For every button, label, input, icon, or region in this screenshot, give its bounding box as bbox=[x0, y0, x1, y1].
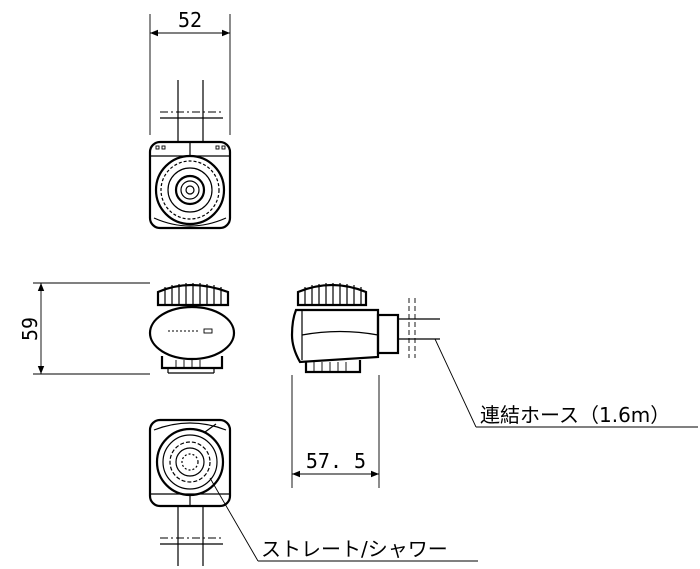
left-side-view bbox=[148, 283, 236, 374]
dimension-52: 52 bbox=[149, 8, 231, 135]
mode-callout: ストレート/シャワー bbox=[209, 477, 478, 562]
dimension-57-5: 57. 5 bbox=[291, 375, 380, 488]
top-view bbox=[148, 80, 232, 230]
hose-label: 連結ホース（1.6m） bbox=[480, 403, 670, 427]
right-side-view bbox=[290, 283, 440, 374]
mode-label: ストレート/シャワー bbox=[261, 537, 448, 561]
dimension-59-label: 59 bbox=[18, 317, 42, 341]
dimension-52-label: 52 bbox=[178, 8, 202, 32]
dimension-59: 59 bbox=[18, 282, 150, 375]
dimension-57-5-label: 57. 5 bbox=[306, 449, 366, 473]
bottom-view bbox=[148, 418, 232, 566]
hose-callout: 連結ホース（1.6m） bbox=[434, 338, 698, 428]
